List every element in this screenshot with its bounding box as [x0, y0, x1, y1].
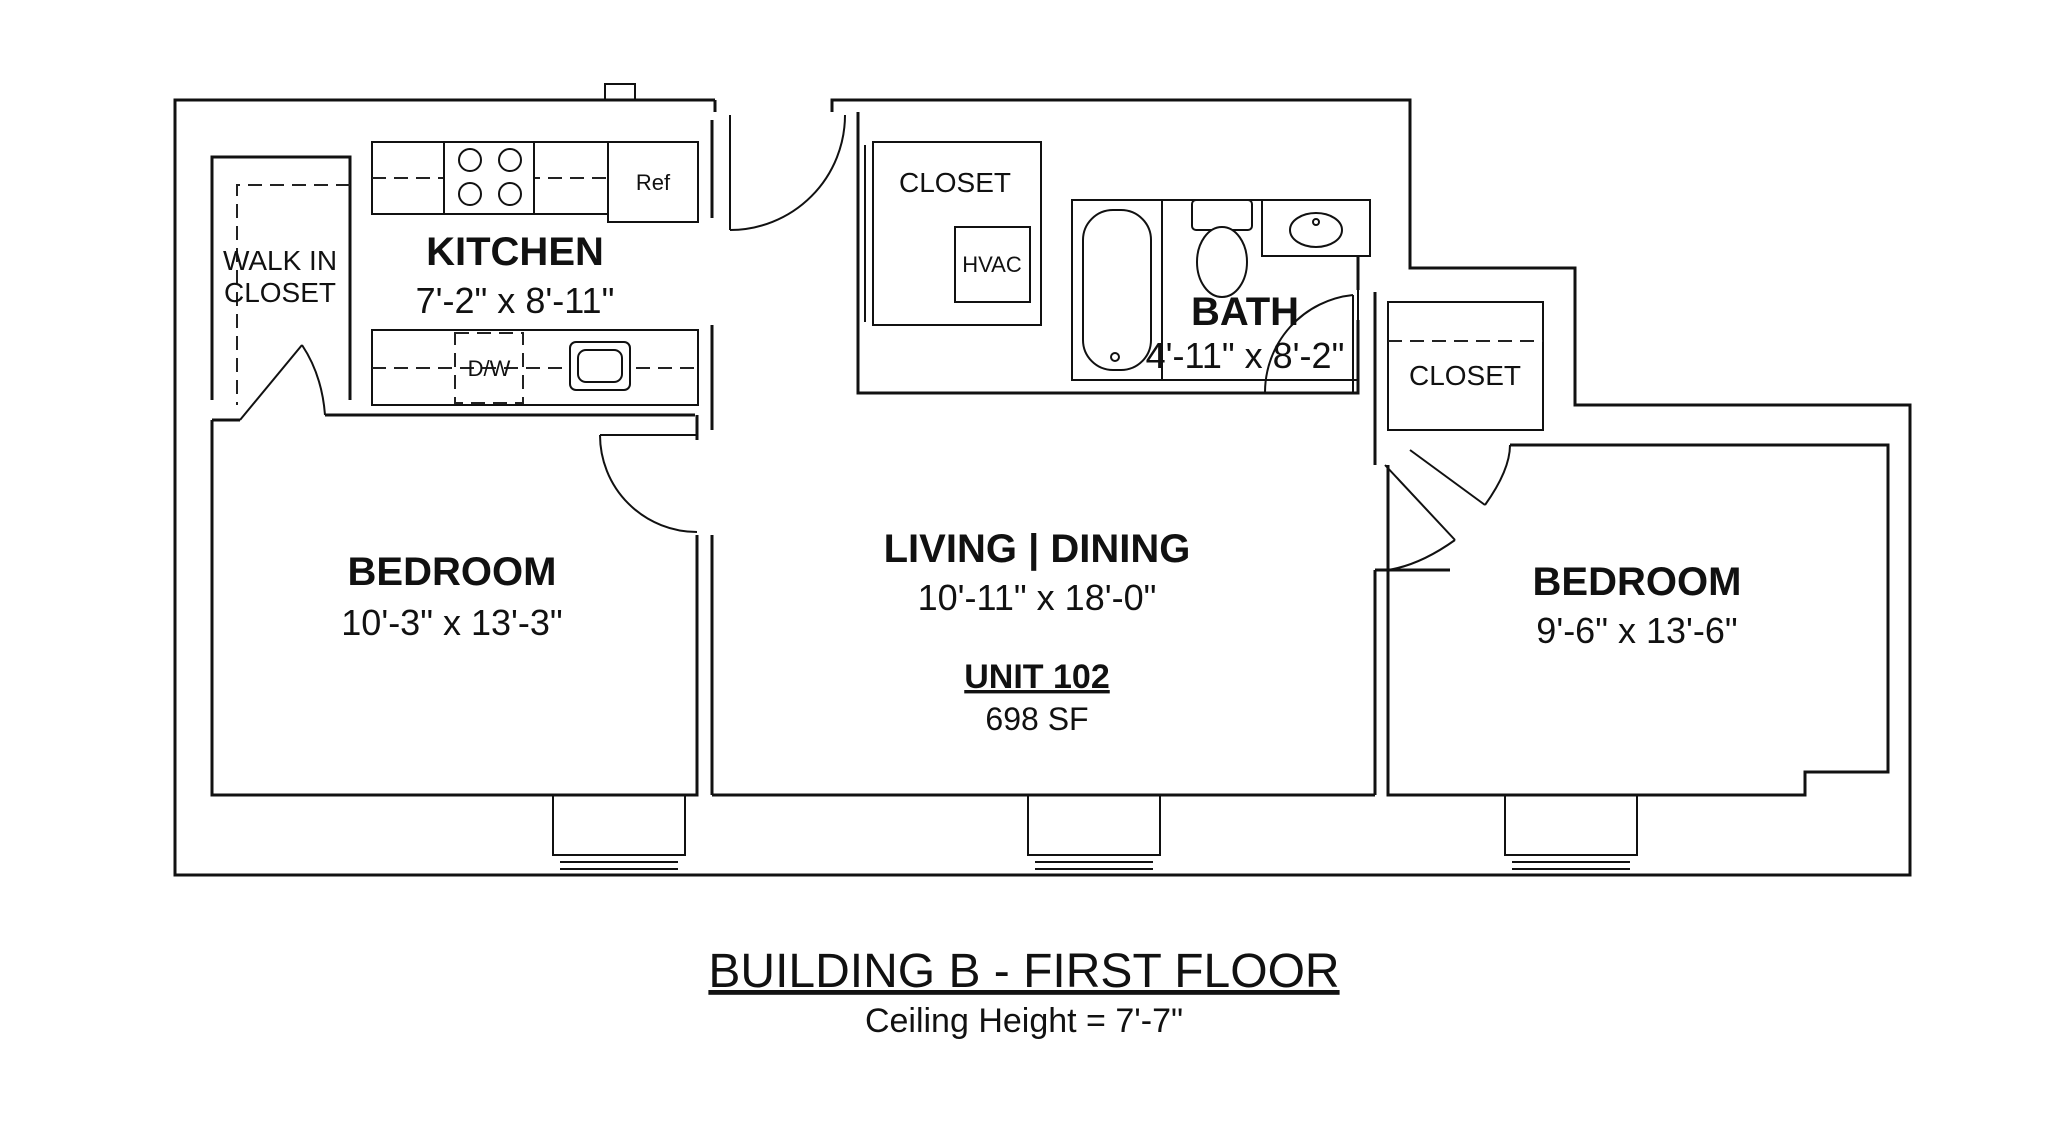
dishwasher-label: D/W	[468, 356, 511, 381]
closet-hvac-fixtures	[864, 141, 1543, 342]
hvac-label: HVAC	[962, 252, 1022, 277]
closet-label: CLOSET	[899, 167, 1011, 198]
right-closet-label: CLOSET	[1409, 360, 1521, 391]
exterior-walls	[173, 83, 1912, 877]
living-dining-dimensions: 10'-11" x 18'-0"	[918, 577, 1157, 618]
plan-footer: BUILDING B - FIRST FLOOR Ceiling Height …	[708, 945, 1339, 1040]
bath-label: BATH	[1191, 290, 1299, 334]
left-bedroom-label: BEDROOM	[348, 550, 557, 594]
kitchen-fixtures	[236, 141, 699, 406]
unit-area: 698 SF	[985, 701, 1088, 737]
right-bedroom-label: BEDROOM	[1533, 560, 1742, 604]
ceiling-height: Ceiling Height = 7'-7"	[865, 1002, 1183, 1040]
walk-in-closet-label-line1: WALK IN	[223, 245, 337, 276]
bath-dimensions: 4'-11" x 8'-2"	[1146, 335, 1345, 376]
unit-label: UNIT 102	[964, 658, 1110, 696]
right-bedroom-dimensions: 9'-6" x 13'-6"	[1536, 610, 1737, 651]
bath-fixtures	[1071, 199, 1371, 381]
walk-in-closet-label-line2: CLOSET	[224, 277, 336, 308]
left-bedroom-dimensions: 10'-3" x 13'-3"	[341, 602, 562, 643]
living-dining-label: LIVING | DINING	[884, 527, 1191, 571]
refrigerator-label: Ref	[636, 170, 671, 195]
room-labels: WALK IN CLOSET KITCHEN 7'-2" x 8'-11" Re…	[223, 167, 1741, 737]
door-swings	[239, 114, 1511, 571]
plan-title: BUILDING B - FIRST FLOOR	[708, 945, 1339, 998]
windows	[552, 794, 1638, 870]
kitchen-dimensions: 7'-2" x 8'-11"	[416, 280, 615, 321]
kitchen-label: KITCHEN	[426, 230, 604, 274]
